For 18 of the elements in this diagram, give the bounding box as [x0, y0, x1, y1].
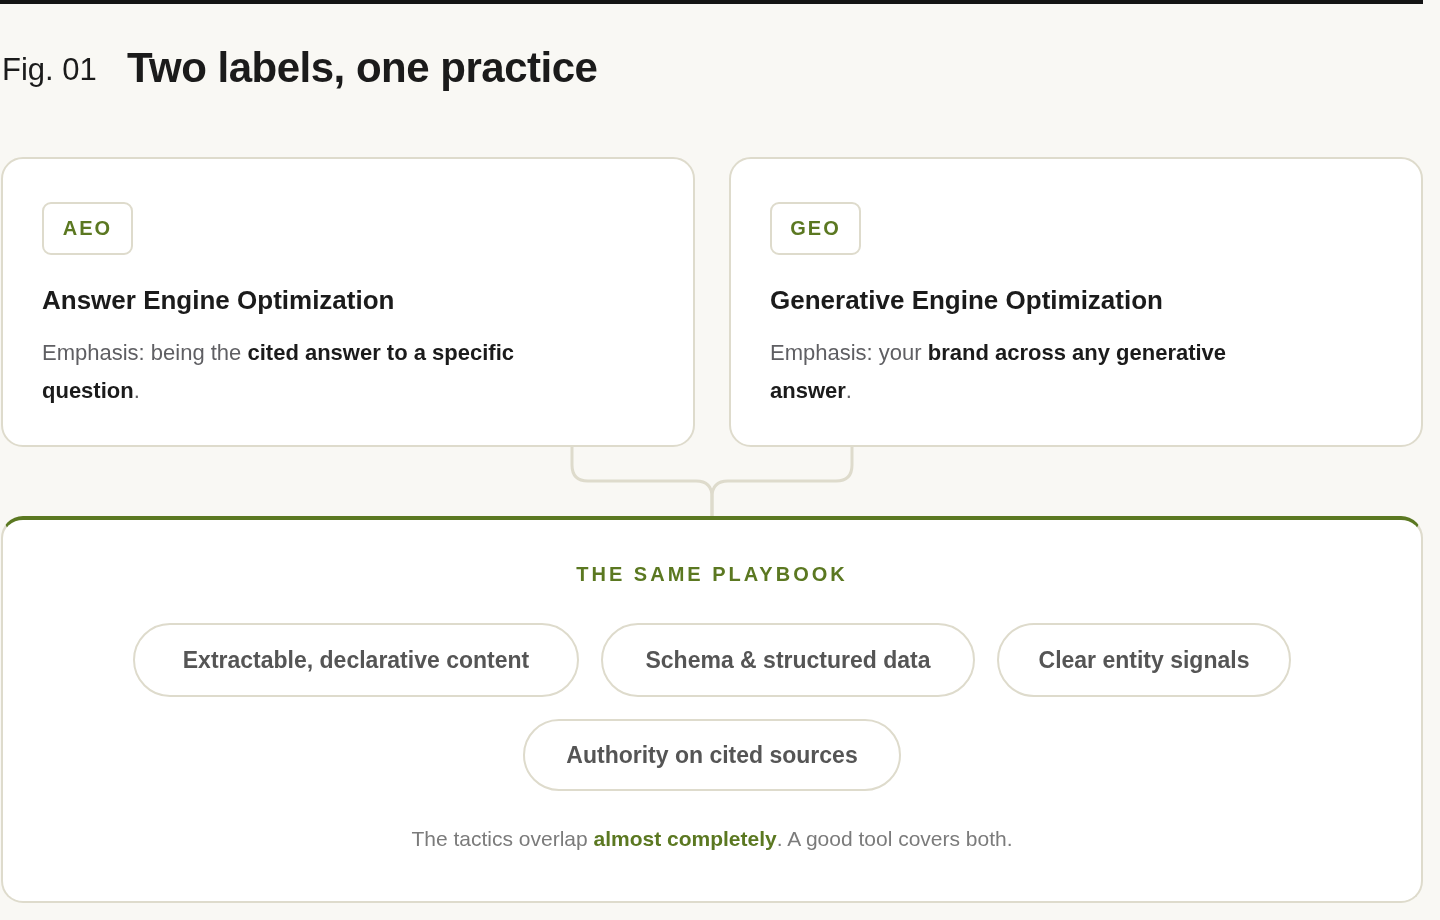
card-description: Emphasis: being the cited answer to a specific question. [42, 339, 515, 405]
card-description: Emphasis: your brand across any generative answer. [770, 339, 1228, 405]
card-heading: Answer Engine Optimization [42, 284, 395, 317]
tactic-pill: Schema & structured data [601, 623, 975, 697]
figure-title: Two labels, one practice [127, 43, 598, 93]
connector-line [710, 447, 854, 516]
figure-number: Fig. 01 [2, 51, 97, 89]
acronym-tag: GEO [770, 202, 861, 255]
definition-card [1, 157, 695, 447]
definition-card [729, 157, 1423, 447]
tactic-pill: Authority on cited sources [523, 719, 901, 791]
playbook-panel [1, 516, 1423, 903]
panel-heading: THE SAME PLAYBOOK [576, 562, 848, 587]
card-heading: Generative Engine Optimization [770, 284, 1163, 317]
tactic-pill: Clear entity signals [997, 623, 1291, 697]
tactic-pill: Extractable, declarative content [133, 623, 579, 697]
panel-note: The tactics overlap almost completely. A good tool covers both. [411, 826, 1013, 852]
acronym-tag: AEO [42, 202, 133, 255]
